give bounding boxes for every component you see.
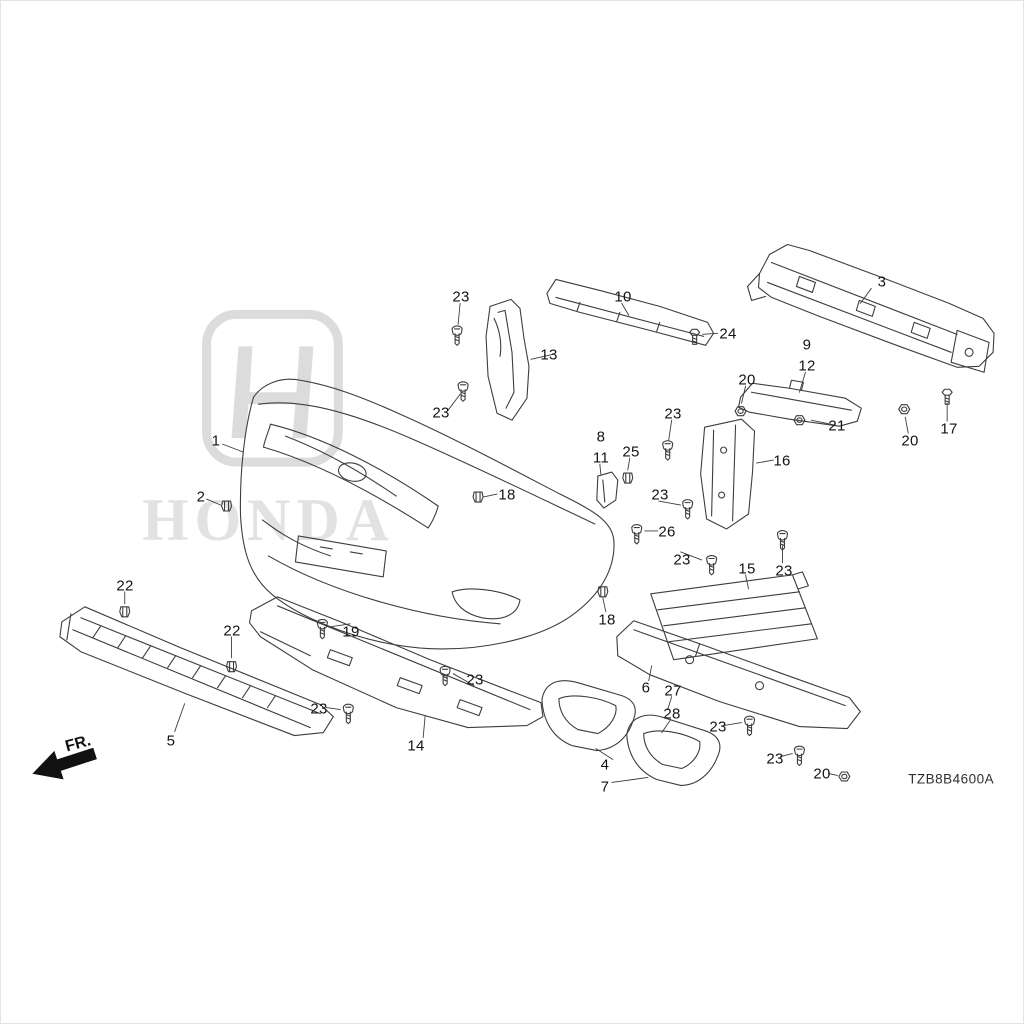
part-15-shutter-drawing [650,571,818,661]
honda-h-logo-icon [231,346,314,439]
part-7-fog-garnish-drawing [626,714,721,787]
fr-label: FR. [64,732,93,755]
honda-watermark-text: HONDA [142,487,395,553]
part-4-fog-garnish-drawing [541,680,636,752]
leader-lines [124,287,948,783]
fastener-bolt-icons [689,328,953,405]
part-3-bumper-beam-drawing [746,243,995,373]
diagram-code: TZB8B4600A [908,771,994,786]
part-6-lower-absorber-drawing [616,620,861,730]
fr-direction-arrow: FR. [32,732,97,780]
honda-watermark: HONDA [142,309,395,553]
part-9-12-beam-stay-drawing [738,379,862,427]
part-13-side-bracket-drawing [485,298,530,421]
part-14-lower-cover-drawing [248,596,544,729]
part-8-11-small-bracket-drawing [596,471,619,509]
fastener-nut-icons [734,404,911,782]
part-5-lower-strip-drawing [59,606,334,737]
part-1-bumper-face-drawing [239,378,615,650]
part-10-upper-stiffener-drawing [546,278,715,346]
part-16-side-stay-drawing [700,418,756,530]
